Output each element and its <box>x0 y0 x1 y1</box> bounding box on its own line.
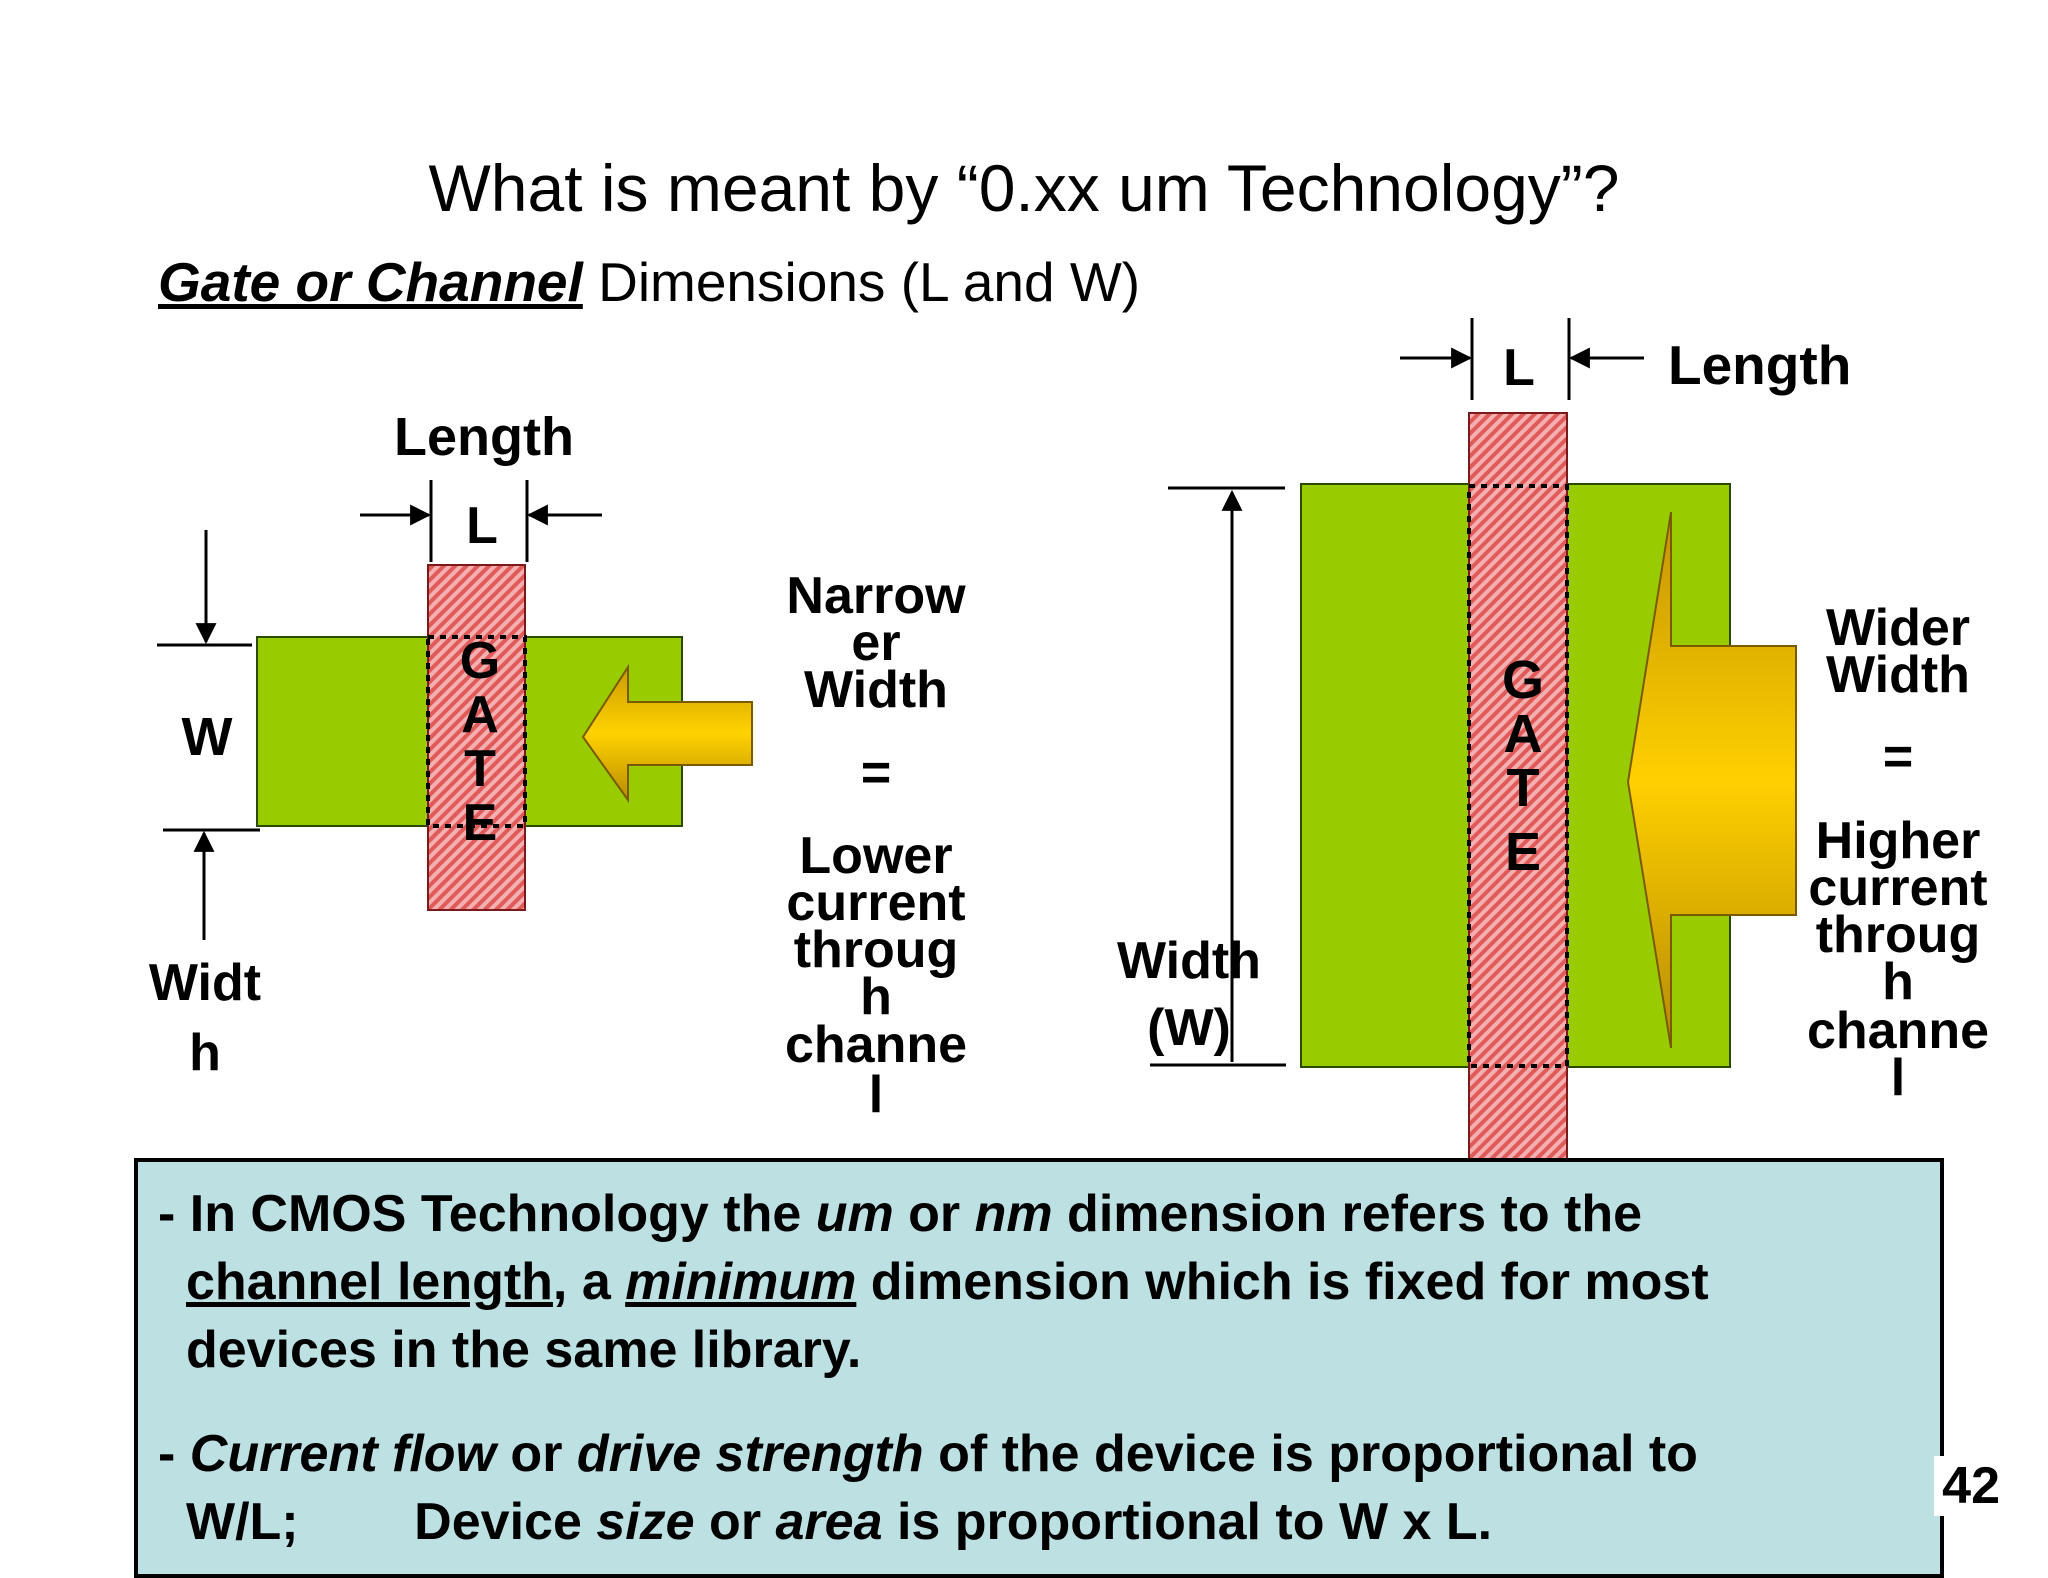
transistor-diagram: G A T E Length L W Widt h Narrow er Widt… <box>149 318 1989 1160</box>
right-gate-overlap <box>1467 484 1569 1068</box>
right-caption-line: = <box>1883 728 1913 786</box>
right-current-arrow <box>1626 511 1797 1049</box>
right-width-label-line1: Width <box>1117 932 1261 990</box>
right-caption-line: Higher <box>1816 812 1981 870</box>
left-gate-letters: G A T E <box>460 632 500 852</box>
right-caption-line: channe <box>1807 1002 1989 1060</box>
left-caption-line: channe <box>785 1016 967 1074</box>
right-caption-line: current <box>1808 859 1987 917</box>
left-width-label-line1: Widt <box>149 954 261 1012</box>
left-l-label: L <box>466 497 498 555</box>
left-caption-line: er <box>851 614 900 672</box>
right-gate-letter-g: G <box>1502 650 1544 710</box>
right-length-label: Length <box>1668 334 1851 396</box>
subtitle-emphasis: Gate or Channel <box>158 251 583 313</box>
right-caption-line: Wider <box>1826 599 1970 657</box>
right-caption-line: h <box>1882 953 1914 1011</box>
left-width-label-line2: h <box>189 1024 221 1082</box>
left-caption: Narrow er Width = Lower current throug h… <box>785 567 967 1124</box>
right-gate-letter-a: A <box>1504 704 1543 764</box>
left-gate-letter-a: A <box>461 686 499 744</box>
explanation-box: - In CMOS Technology the um or nm dimens… <box>134 1158 1944 1578</box>
left-current-arrow <box>581 663 753 804</box>
right-gate-letter-t: T <box>1507 758 1540 818</box>
left-gate-letter-t: T <box>464 740 496 798</box>
left-gate <box>427 564 526 911</box>
left-caption-line: current <box>786 874 965 932</box>
left-w-label: W <box>182 707 233 767</box>
left-device: G A T E Length L W Widt h Narrow er Widt… <box>149 407 967 1124</box>
left-caption-line: throug <box>794 921 959 979</box>
left-length-label: Length <box>394 407 574 467</box>
note-channel-length: - In CMOS Technology the um or nm dimens… <box>158 1185 1709 1379</box>
right-caption-line: throug <box>1816 906 1981 964</box>
left-caption-line: h <box>860 968 892 1026</box>
right-caption: Wider Width = Higher current throug h ch… <box>1807 599 1989 1107</box>
left-caption-line: Width <box>804 661 948 719</box>
right-width-label-line2: (W) <box>1147 999 1231 1057</box>
slide-title: What is meant by “0.xx um Technology”? <box>428 151 1620 225</box>
page-number: 42 <box>1934 1456 2008 1516</box>
right-caption-line: Width <box>1826 646 1970 704</box>
left-caption-line: l <box>869 1066 883 1124</box>
right-gate-letters: G A T E <box>1502 650 1544 882</box>
right-l-label: L <box>1503 339 1535 397</box>
left-gate-letter-g: G <box>460 632 500 690</box>
left-gate-overlap <box>426 635 527 828</box>
right-gate-letter-e: E <box>1505 822 1541 882</box>
left-gate-letter-e: E <box>463 794 498 852</box>
left-caption-line: = <box>861 744 891 802</box>
right-caption-line: l <box>1891 1049 1905 1107</box>
slide-subtitle: Gate or Channel Dimensions (L and W) <box>158 250 1140 314</box>
left-caption-line: Lower <box>799 827 952 885</box>
left-caption-line: Narrow <box>786 567 966 625</box>
right-device: G A T E L Length Width (W) Wider Width =… <box>1117 318 1989 1160</box>
subtitle-rest: Dimensions (L and W) <box>582 251 1141 313</box>
